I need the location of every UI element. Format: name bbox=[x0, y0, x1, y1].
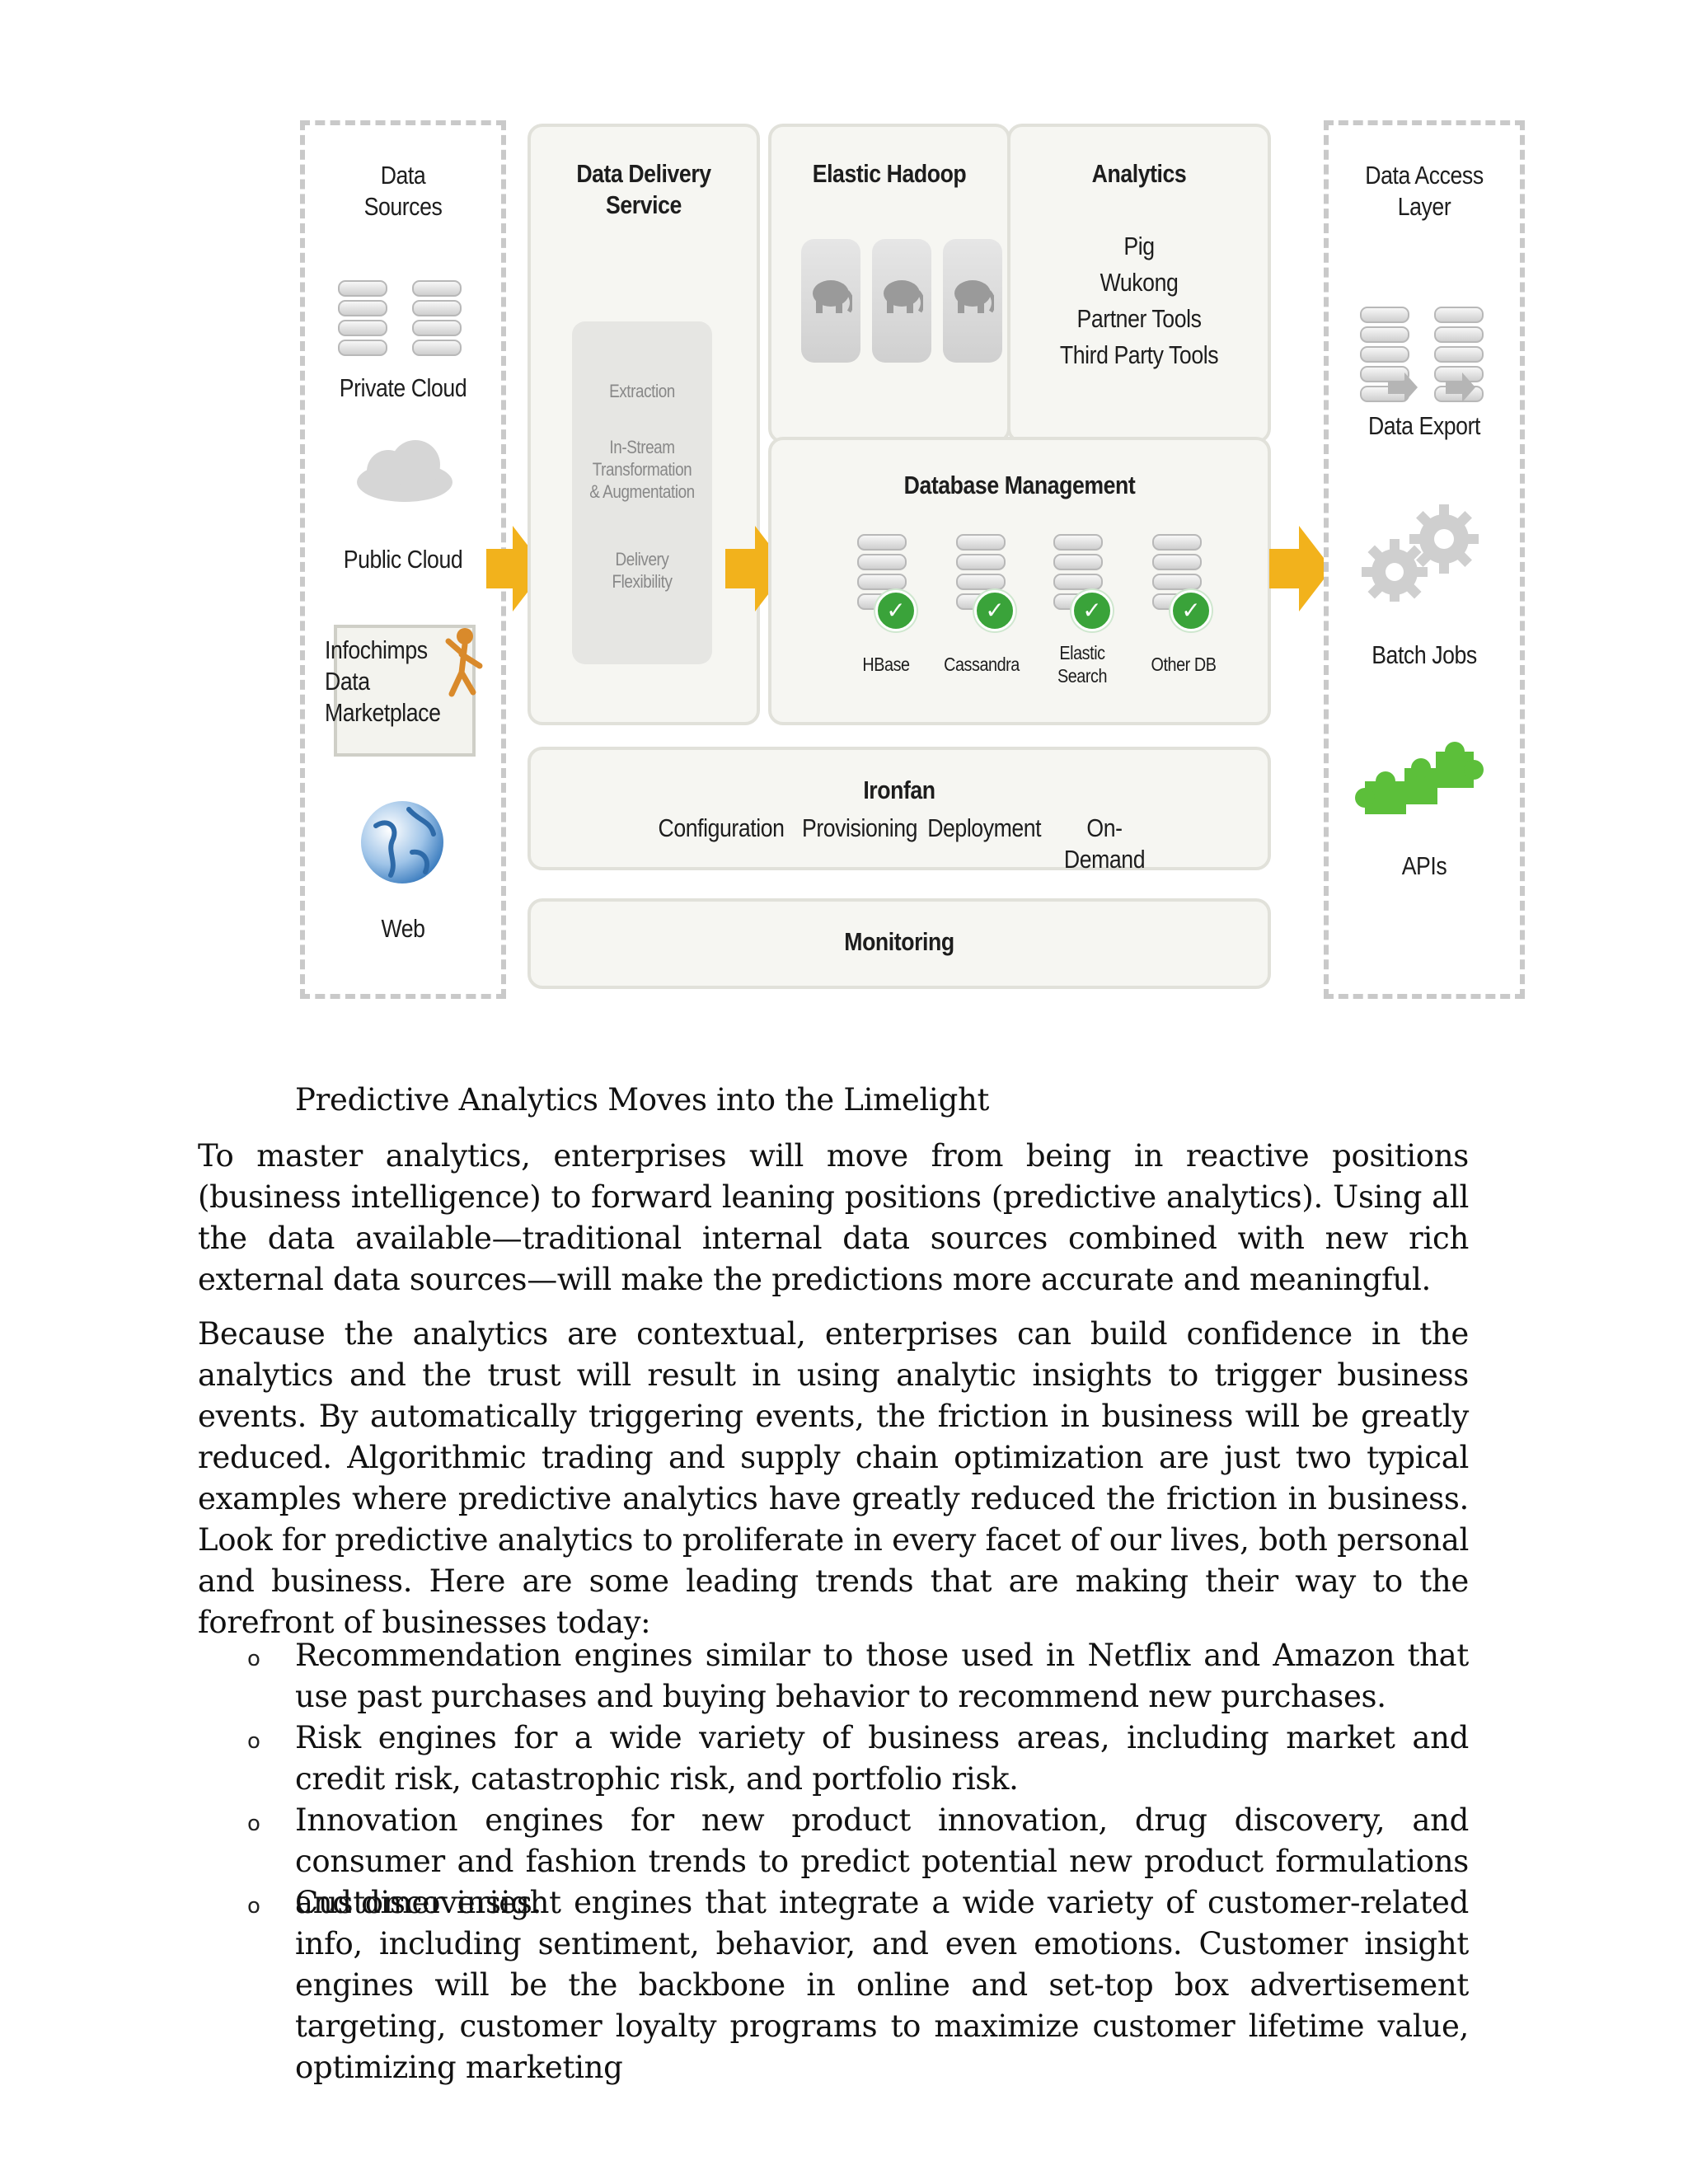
hadoop-node-icon bbox=[801, 239, 860, 363]
data-delivery-title: Data Delivery Service bbox=[576, 159, 711, 219]
check-icon: ✓ bbox=[875, 590, 917, 631]
data-sources-title: Data Sources bbox=[363, 161, 443, 221]
elastic-hadoop-title: Elastic Hadoop bbox=[812, 159, 967, 188]
db-label: Other DB bbox=[1151, 654, 1217, 675]
paragraph: To master analytics, enterprises will mo… bbox=[198, 1138, 1469, 1297]
arrow-right-icon bbox=[486, 526, 546, 612]
hadoop-node-icon bbox=[872, 239, 931, 363]
web-label: Web bbox=[381, 914, 425, 943]
db-label: Cassandra bbox=[944, 654, 1020, 675]
extraction-label: Extraction bbox=[609, 381, 675, 401]
arrow-right-icon bbox=[725, 526, 788, 612]
analytics-panel bbox=[1007, 124, 1271, 443]
list-item: Risk engines for a wide variety of busin… bbox=[295, 1720, 1469, 1797]
check-icon: ✓ bbox=[1170, 590, 1212, 631]
apis-label: APIs bbox=[1401, 851, 1447, 880]
bullet-marker: o bbox=[247, 1729, 260, 1754]
ironfan-item: Configuration bbox=[658, 813, 785, 842]
private-cloud-label: Private Cloud bbox=[339, 373, 467, 402]
cassandra-database-icon bbox=[956, 534, 1006, 613]
monkey-icon bbox=[445, 628, 483, 697]
db-label: Elastic Search bbox=[1057, 642, 1108, 687]
database-management-title: Database Management bbox=[903, 471, 1136, 499]
ironfan-item: Provisioning bbox=[801, 813, 918, 842]
list-item: Recommendation engines similar to those … bbox=[295, 1638, 1469, 1714]
analytics-item: Partner Tools bbox=[1076, 304, 1202, 333]
architecture-diagram: Data Sources Private Cloud Public Cloud … bbox=[288, 115, 1533, 1005]
ironfan-item: On-Demand bbox=[1063, 813, 1146, 874]
list-item: Innovation engines for new product innov… bbox=[295, 1802, 1469, 1920]
delivery-steps-box bbox=[572, 321, 712, 664]
ironfan-title: Ironfan bbox=[863, 776, 935, 804]
list-item: Customer insight engines that integrate … bbox=[295, 1885, 1469, 2085]
analytics-title: Analytics bbox=[1091, 159, 1187, 188]
bullet-marker: o bbox=[247, 1894, 260, 1919]
check-icon: ✓ bbox=[974, 590, 1015, 631]
db-label: HBase bbox=[862, 654, 910, 675]
check-icon: ✓ bbox=[1071, 590, 1113, 631]
monitoring-title: Monitoring bbox=[844, 927, 954, 956]
bullet-marker: o bbox=[247, 1647, 260, 1671]
public-cloud-label: Public Cloud bbox=[343, 545, 463, 574]
monitoring-panel bbox=[528, 898, 1271, 989]
analytics-item: Wukong bbox=[1100, 268, 1179, 297]
paragraph: Because the analytics are contextual, en… bbox=[198, 1316, 1469, 1640]
analytics-item: Third Party Tools bbox=[1059, 340, 1219, 369]
batch-jobs-label: Batch Jobs bbox=[1372, 640, 1477, 669]
data-access-title: Data Access Layer bbox=[1365, 161, 1484, 221]
bullet-marker: o bbox=[247, 1811, 260, 1836]
gears-icon bbox=[1362, 504, 1479, 602]
data-export-label: Data Export bbox=[1367, 411, 1481, 440]
hadoop-node-icon bbox=[943, 239, 1002, 363]
puzzle-icon bbox=[1355, 742, 1484, 814]
analytics-item: Pig bbox=[1123, 232, 1155, 260]
transformation-label: In-Stream Transformation & Augmentation bbox=[589, 437, 695, 502]
marketplace-label: Infochimps Data Marketplace bbox=[325, 635, 441, 727]
delivery-flexibility-label: Delivery Flexibility bbox=[612, 549, 673, 592]
ironfan-panel bbox=[528, 747, 1271, 870]
arrow-right-icon bbox=[1269, 526, 1332, 612]
globe-icon bbox=[361, 801, 443, 883]
cloud-icon bbox=[357, 440, 452, 502]
ironfan-item: Deployment bbox=[927, 813, 1042, 842]
figure-caption: Predictive Analytics Moves into the Lime… bbox=[295, 1082, 990, 1118]
